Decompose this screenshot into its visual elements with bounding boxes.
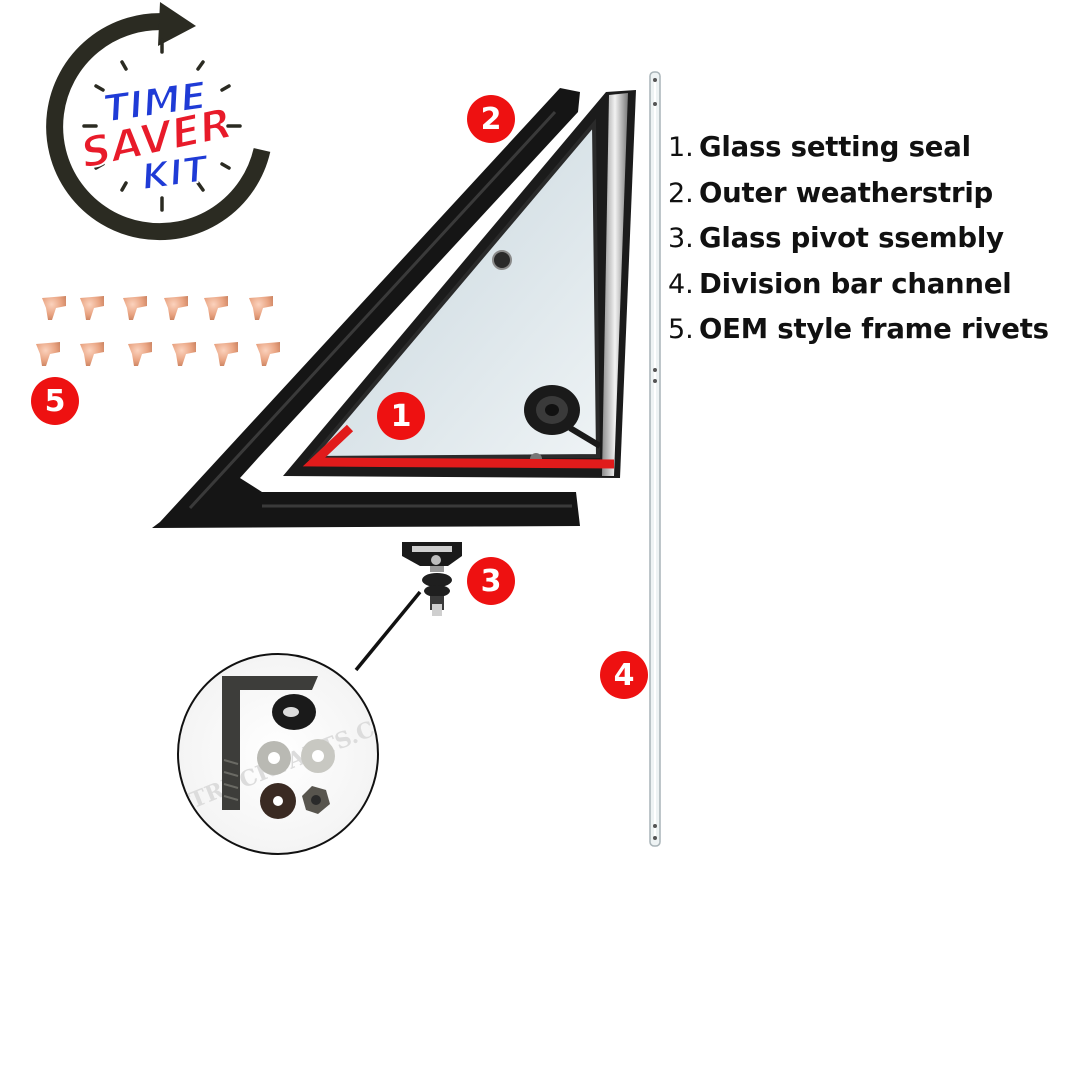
logo-lettering: TIME SAVER KIT <box>75 72 237 199</box>
hardware-detail-circle: TRUCKPARTS.C <box>177 653 379 855</box>
rivet <box>80 296 104 320</box>
badge-5-label: 5 <box>44 383 66 419</box>
legend-item: 3. Glass pivot ssembly <box>668 222 1078 268</box>
badge-2-label: 2 <box>480 101 502 137</box>
clock-arrow-icon <box>158 2 196 46</box>
legend-label: Division bar channel <box>699 267 1012 300</box>
division-bar-channel <box>649 71 661 847</box>
legend-label: Outer weatherstrip <box>699 176 994 209</box>
badge-3: 3 <box>467 557 515 605</box>
legend-label: OEM style frame rivets <box>699 313 1049 345</box>
badge-2: 2 <box>467 95 515 143</box>
badge-3-label: 3 <box>480 563 502 599</box>
badge-1: 1 <box>377 392 425 440</box>
legend-item: 2. Outer weatherstrip <box>668 177 1078 223</box>
glass-pivot-assembly <box>354 542 462 672</box>
glass-setting-seal-highlight <box>302 424 615 469</box>
rivet <box>214 342 238 366</box>
legend-item: 5. OEM style frame rivets <box>668 313 1078 359</box>
legend-label: Glass pivot ssembly <box>699 222 1004 254</box>
rivet-row-2 <box>36 342 280 366</box>
rivet <box>36 342 60 366</box>
legend-number: 4. <box>668 268 694 300</box>
frame-rivets <box>36 296 280 366</box>
legend-number: 1. <box>668 132 694 163</box>
seal-roll-icon <box>524 385 602 449</box>
rivet <box>42 296 66 320</box>
rivet <box>204 296 228 320</box>
logo-line-kit: KIT <box>139 149 212 199</box>
legend-number: 5. <box>668 314 694 345</box>
rivet <box>123 296 147 320</box>
parts-legend: 1. Glass setting seal 2. Outer weatherst… <box>668 131 1078 359</box>
callout-line <box>354 590 422 672</box>
badge-1-label: 1 <box>390 398 412 434</box>
badge-4: 4 <box>600 651 648 699</box>
legend-label: Glass setting seal <box>699 131 971 163</box>
rivet <box>172 342 196 366</box>
rivet <box>249 296 273 320</box>
rivet <box>80 342 104 366</box>
rivet <box>256 342 280 366</box>
legend-number: 2. <box>668 177 694 209</box>
rivet <box>164 296 188 320</box>
latch-icon <box>492 250 512 270</box>
outer-weatherstrip <box>152 88 580 528</box>
rivet-row-1 <box>42 296 273 320</box>
legend-item: 4. Division bar channel <box>668 268 1078 314</box>
badge-5: 5 <box>31 377 79 425</box>
time-saver-logo <box>46 2 271 241</box>
legend-item: 1. Glass setting seal <box>668 131 1078 177</box>
legend-number: 3. <box>668 223 694 254</box>
vent-window <box>283 90 636 478</box>
clock-ring <box>46 13 271 241</box>
badge-4-label: 4 <box>613 657 635 693</box>
clock-ticks <box>82 38 242 212</box>
rivet <box>128 342 152 366</box>
